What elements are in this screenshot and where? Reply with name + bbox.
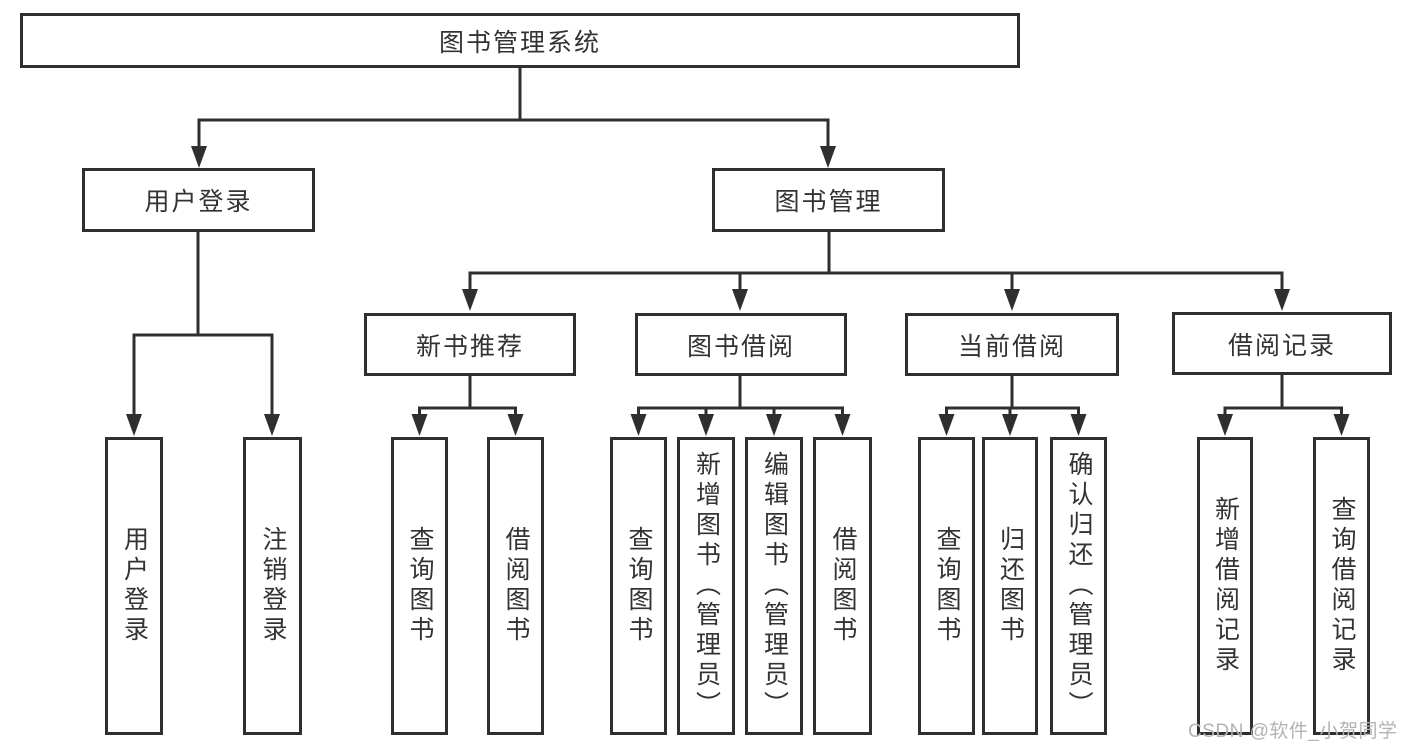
leaf-bb-query-books: 查询图书	[610, 437, 667, 735]
leaf-cb-return-books: 归还图书	[982, 437, 1038, 735]
node-user-login: 用户登录	[82, 168, 315, 232]
leaf-user-login: 用户登录	[105, 437, 163, 735]
leaf-logout-login: 注销登录	[243, 437, 302, 735]
leaf-bb-borrow-books: 借阅图书	[813, 437, 872, 735]
leaf-cb-query-books: 查询图书	[918, 437, 975, 735]
leaf-br-query-record: 查询借阅记录	[1313, 437, 1370, 735]
node-book-management: 图书管理	[712, 168, 945, 232]
leaf-cb-confirm-return-admin: 确认归还（管理员）	[1050, 437, 1107, 735]
leaf-bb-add-books-admin: 新增图书（管理员）	[677, 437, 735, 735]
leaf-nb-borrow-books: 借阅图书	[487, 437, 544, 735]
node-borrowing-records: 借阅记录	[1172, 312, 1392, 375]
node-current-borrowing: 当前借阅	[905, 313, 1119, 376]
leaf-nb-query-books: 查询图书	[391, 437, 448, 735]
leaf-br-add-record: 新增借阅记录	[1197, 437, 1253, 735]
node-root: 图书管理系统	[20, 13, 1020, 68]
csdn-watermark: CSDN @软件_小贺同学	[1188, 721, 1398, 742]
node-new-book-recommend: 新书推荐	[364, 313, 576, 376]
node-book-borrowing: 图书借阅	[635, 313, 847, 376]
leaf-bb-edit-books-admin: 编辑图书（管理员）	[745, 437, 803, 735]
